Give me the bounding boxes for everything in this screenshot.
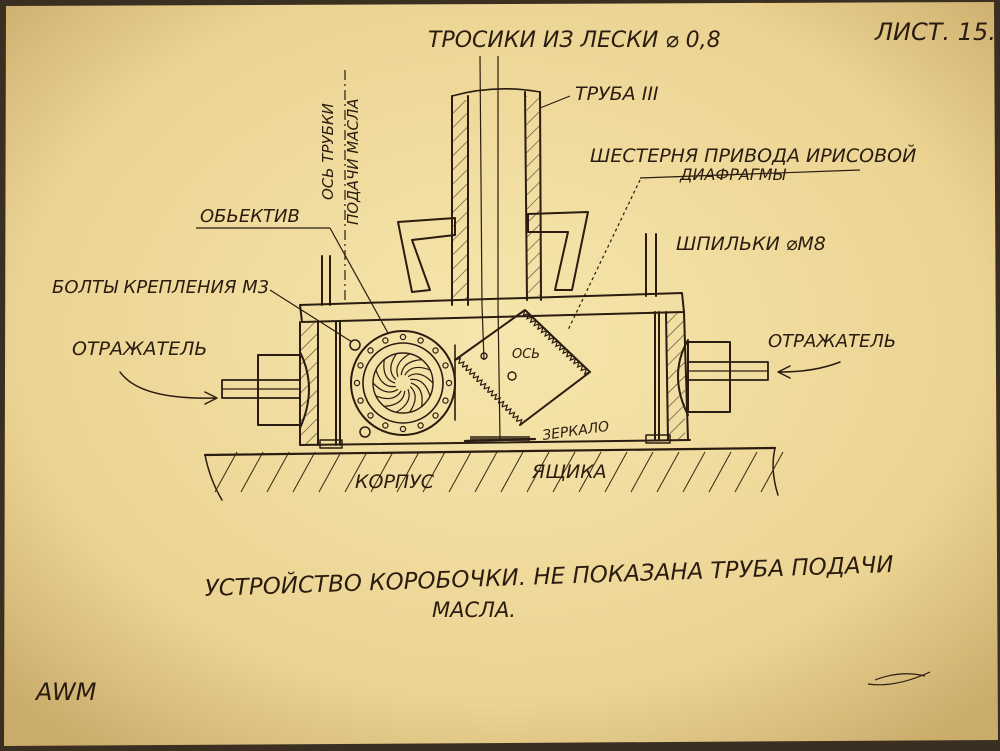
ground-hatch-line (240, 451, 264, 493)
lens-hole (357, 397, 364, 404)
ground-hatch-line (708, 451, 732, 493)
ground-hatch-line (318, 451, 342, 493)
bolts-leader (269, 289, 353, 343)
ground-hatch-line (760, 451, 784, 493)
gear-leader (567, 179, 641, 331)
iris-blade (400, 358, 422, 376)
iris-blade (390, 353, 397, 380)
iris-blade (410, 378, 431, 397)
ground-hatch-line (552, 451, 576, 493)
tube-axis-label-1: ОСЬ ТРУБКИ (319, 103, 337, 200)
iris-blade (372, 382, 399, 393)
lens-hole (367, 347, 374, 354)
iris-blade (410, 382, 423, 407)
ground-hatch-line (604, 451, 628, 493)
bolt-icon (349, 339, 361, 351)
lens-leader (329, 227, 389, 334)
axis-label: ОСЬ (512, 347, 540, 362)
ground-hatch-line (396, 451, 420, 493)
gear-plate (454, 309, 591, 426)
lens-hole (399, 425, 407, 433)
ground-hatch-line (214, 451, 238, 493)
body-label-1: КОРПУС (355, 471, 435, 493)
cables-label: ТРОСИКИ ИЗ ЛЕСКИ ⌀ 0,8 (428, 28, 721, 53)
iris-blade (375, 390, 402, 400)
ground-hatch-line (344, 451, 368, 493)
iris-blade (404, 366, 431, 376)
studs-label: ШПИЛЬКИ ⌀М8 (676, 233, 826, 255)
lens-hole (432, 412, 439, 419)
caption-line-2: МАСЛА. (432, 598, 516, 622)
paper (4, 2, 998, 746)
lens-hole (442, 397, 449, 404)
lens-hole (399, 333, 407, 341)
iris-blade (375, 369, 396, 388)
iris-blade (383, 359, 396, 384)
ground-hatch-line (370, 451, 394, 493)
iris-blade (396, 353, 411, 377)
ground-hatch-line (734, 451, 758, 493)
ground-hatch-line (656, 451, 680, 493)
lens-hole (357, 362, 364, 369)
pipe-label: ТРУБА III (575, 83, 659, 105)
reflector-right-arrow (777, 361, 841, 379)
ground-hatch-line (630, 451, 654, 493)
axis-center-icon (507, 371, 517, 381)
signature: AWM (34, 678, 97, 706)
lens-hole (382, 422, 389, 429)
ground-hatch-line (448, 451, 472, 493)
lens-hole (353, 379, 361, 387)
lens-hole (417, 422, 424, 429)
cable-lines (481, 304, 501, 441)
ground-hatch-line (292, 451, 316, 493)
reflector-right-label: ОТРАЖАТЕЛЬ (768, 331, 896, 352)
ground-hatch-line (578, 451, 602, 493)
iris-blade (384, 390, 406, 408)
lens-hole (417, 337, 424, 344)
body-label-2: ЯЩИКА (531, 461, 607, 483)
reflector-left (221, 351, 310, 429)
iris-lens (350, 330, 456, 436)
lens-label: ОБЬЕКТИВ (200, 206, 300, 227)
reflector-left-label: ОТРАЖАТЕЛЬ (72, 338, 207, 360)
bolt-icon-2 (359, 426, 371, 438)
ground-hatch-line (266, 451, 290, 493)
funnel (397, 211, 589, 293)
lens-hole (445, 379, 453, 387)
iris-blade (409, 386, 416, 413)
lens-hole (382, 337, 389, 344)
bolts-label: БОЛТЫ КРЕПЛЕНИЯ М3 (52, 277, 269, 298)
gear-label: ШЕСТЕРНЯ ПРИВОДА ИРИСОВОЙ (590, 144, 916, 167)
iris-blade (395, 389, 410, 413)
axis-pin-icon (480, 352, 488, 360)
ground-hatch-line (500, 451, 524, 493)
lens-hole (367, 412, 374, 419)
ground-hatch-line (682, 451, 706, 493)
pipe-iii (451, 55, 542, 306)
reflector-left-arrow (119, 371, 218, 405)
reflector-right (677, 339, 769, 416)
gear-underline (639, 169, 861, 179)
tube-axis-label-2: ПОДАЧИ МАСЛА (344, 98, 362, 225)
iris-blade (407, 373, 434, 384)
ground-hatch-line (474, 451, 498, 493)
sheet-number: ЛИСТ. 15. (874, 18, 996, 46)
lens-hole (442, 362, 449, 369)
corner-mark (867, 671, 931, 686)
pipe-leader (539, 95, 571, 109)
box-case (203, 446, 784, 501)
ground-hatch-line (526, 451, 550, 493)
ground-hatch-line (422, 451, 446, 493)
lens-hole (432, 347, 439, 354)
